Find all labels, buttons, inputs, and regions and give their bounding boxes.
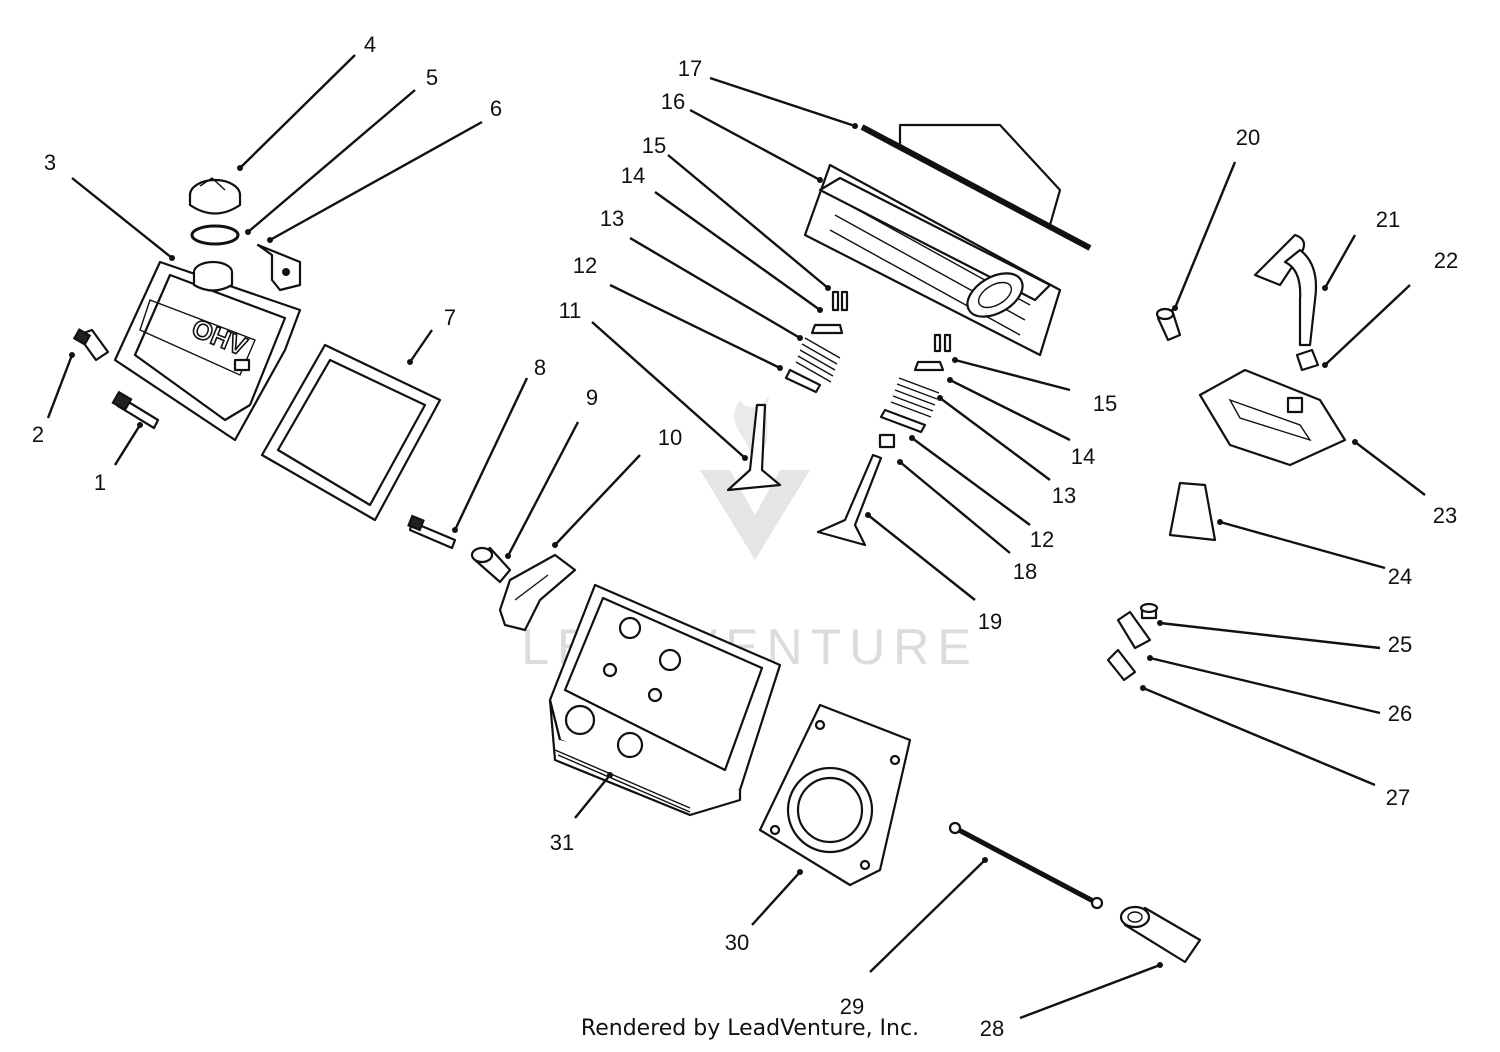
callout-1: 1 [94,470,106,495]
callout-16: 16 [661,89,685,114]
leader-lines [46,54,1426,1020]
callout-18: 18 [1013,559,1037,584]
part-oil-cap [188,177,242,215]
callout-12b: 12 [1030,527,1054,552]
callout-29: 29 [840,994,864,1019]
part-push-rod [948,821,1104,910]
callout-9: 9 [586,385,598,410]
callout-12: 12 [573,253,597,278]
callout-numbers: 1 2 3 4 5 6 7 8 9 10 11 12 13 14 15 16 1… [32,32,1458,1041]
callout-15: 15 [642,133,666,158]
part-cylinder-head [548,583,782,817]
callout-10: 10 [658,425,682,450]
part-pivot [470,546,512,584]
part-terminal [1116,610,1152,650]
part-cover-gasket [260,343,442,522]
callout-7: 7 [444,305,456,330]
part-valve-left [726,403,782,492]
callout-26: 26 [1388,701,1412,726]
part-head-block [803,123,1092,357]
part-stud [407,514,457,550]
part-head-gasket [758,703,912,887]
valve-stack-left [784,290,849,394]
callout-15b: 15 [1093,391,1117,416]
part-washer [1106,648,1137,682]
part-bracket [256,243,302,292]
callout-6: 6 [490,96,502,121]
callout-14b: 14 [1071,444,1095,469]
callout-31: 31 [550,830,574,855]
callout-4: 4 [364,32,376,57]
callout-25: 25 [1388,632,1412,657]
callout-30: 30 [725,930,749,955]
rendered-by-credit: Rendered by LeadVenture, Inc. [580,1016,920,1041]
part-valve-cover: OHV [113,260,302,442]
callout-14: 14 [621,163,645,188]
part-breather-tube [1253,233,1318,347]
part-bolt-long [111,390,160,430]
callout-28: 28 [980,1016,1004,1041]
part-bolt-short [72,328,110,362]
callout-23: 23 [1433,503,1457,528]
callout-24: 24 [1388,564,1412,589]
part-clamp [1295,348,1320,372]
callout-13b: 13 [1052,483,1076,508]
part-rocker-arm [498,553,577,632]
callout-11: 11 [559,298,582,323]
part-screw [1139,602,1159,620]
valve-stack-right [878,333,952,449]
callout-22: 22 [1434,248,1458,273]
callout-3: 3 [44,150,56,175]
callout-27: 27 [1386,785,1410,810]
callout-17: 17 [678,56,702,81]
callout-8: 8 [534,355,546,380]
callout-20: 20 [1236,125,1260,150]
callout-19: 19 [978,609,1002,634]
part-o-ring [190,224,240,246]
part-fitting [1155,307,1182,342]
callout-2: 2 [32,422,44,447]
callout-21: 21 [1376,207,1400,232]
part-valve-right [816,453,883,547]
callout-13: 13 [600,206,624,231]
part-reed-plate [1168,481,1217,542]
part-tappet [1119,905,1202,964]
callout-5: 5 [426,65,438,90]
part-breather-cover [1198,368,1347,467]
